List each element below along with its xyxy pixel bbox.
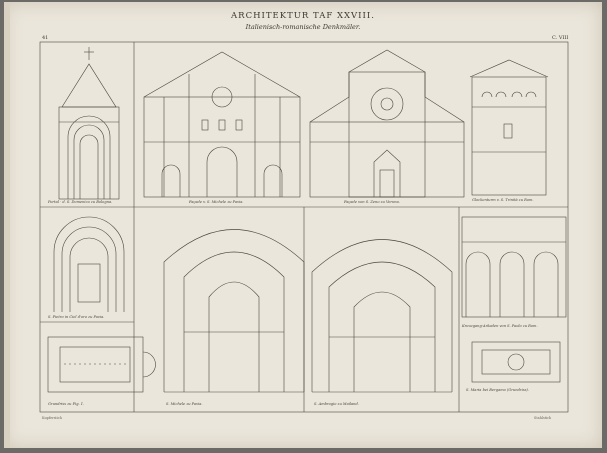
round-plan-drawing xyxy=(471,341,561,383)
caption-fig-6: Grundriss zu Fig. 1. xyxy=(48,402,85,406)
facade-s-michele-drawing xyxy=(143,51,301,198)
facade-s-zeno-drawing xyxy=(309,49,465,198)
nave-s-ambrogio-drawing xyxy=(311,239,453,393)
caption-fig-9: Kreuzgang-Arkaden von S. Paolo zu Rom. xyxy=(462,324,538,328)
plate-subtitle: Italienisch-romanische Denkmäler. xyxy=(245,23,361,31)
caption-fig-5: S. Pietro in Ciel d'oro zu Pavia. xyxy=(48,315,105,319)
plate-sheet: ARCHITEKTUR TAF XXVIII. Italienisch-roma… xyxy=(4,2,602,448)
cloister-arcade-drawing xyxy=(461,216,567,318)
nave-s-michele-drawing xyxy=(163,229,305,393)
ground-plan-drawing xyxy=(47,336,156,393)
page-number-right: C. VIII xyxy=(552,35,569,41)
portal-drawing xyxy=(58,47,120,200)
caption-fig-8: S. Ambrogio zu Mailand. xyxy=(314,402,359,406)
caption-fig-2: Façade v. S. Michele zu Pavia. xyxy=(189,200,244,204)
engraving-illustrations xyxy=(39,41,569,413)
caption-fig-4: Glockenturm v. S. Trinità zu Rom. xyxy=(472,198,534,202)
caption-fig-3: Façade von S. Zeno zu Verona. xyxy=(344,200,400,204)
sheet-edge xyxy=(4,2,602,448)
portal-interior-drawing xyxy=(53,216,125,312)
caption-fig-1: Portal · d. S. Domenico zu Bologna. xyxy=(48,200,113,204)
caption-fig-10: S. Maria bei Bergamo (Grundriss). xyxy=(466,388,529,392)
signature-right: Stahlstich xyxy=(534,416,552,420)
bell-tower-drawing xyxy=(469,59,549,196)
signature-left: Kupferstich xyxy=(42,416,62,420)
plate-title: ARCHITEKTUR TAF XXVIII. xyxy=(231,11,375,21)
caption-fig-7: S. Michele zu Pavia. xyxy=(166,402,203,406)
page-number-left: 41 xyxy=(42,35,49,41)
